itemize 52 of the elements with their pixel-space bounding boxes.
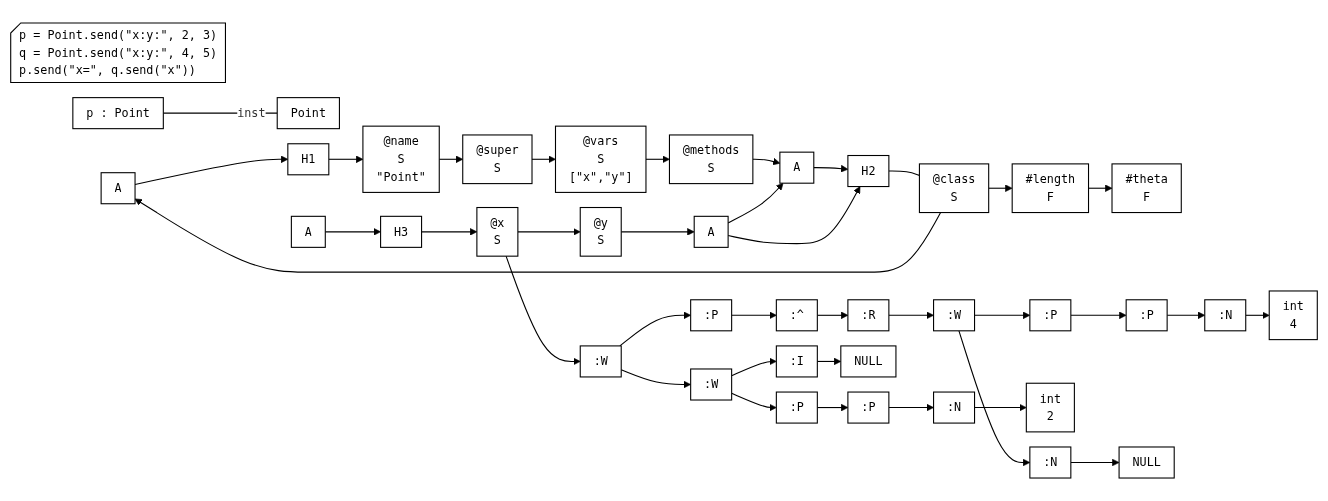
node-box: #length F [1011,163,1090,214]
node-box: :P [1029,299,1072,332]
node-box: int 4 [1268,290,1318,341]
node-box: :I [775,345,818,378]
edge-label: inst [237,106,266,120]
node-box: :R [847,299,890,332]
node-box: :P [847,391,890,424]
node-box: :W [690,368,733,401]
node-box: p : Point [72,97,164,130]
node-box: :W [933,299,976,332]
arrow [888,311,934,319]
arrow [1070,311,1127,319]
arrow [505,255,581,366]
node-box: #theta F [1111,163,1182,214]
node-box: @x S [476,206,519,257]
node-box: A [100,172,136,205]
node-box: int 2 [1025,382,1075,433]
node-box: NULL [840,345,897,378]
arrow [731,392,777,412]
node-box: H3 [380,215,423,248]
node-box: @super S [462,134,533,185]
node-box: @methods S [668,134,754,185]
node-box: :W [579,345,622,378]
node-box: @class S [918,163,990,214]
arrow [1070,458,1120,467]
arrow [645,155,670,163]
arrow [988,184,1013,192]
arrow [517,228,581,236]
node-box: @name S "Point" [362,125,440,193]
node-box: :P [690,299,733,332]
arrow [731,311,777,319]
node-box: :N [933,391,976,424]
node-box: NULL [1118,446,1175,479]
node-box: :N [1204,299,1247,332]
node-box: :P [1125,299,1168,332]
arrow [731,357,777,377]
arrow [1245,311,1270,319]
connector [888,170,920,176]
arrow [974,403,1027,412]
arrow [619,311,691,347]
node-box: @vars S ["x","y"] [554,125,647,193]
node-box: Point [276,97,340,130]
node-box: A [779,151,815,184]
node-box: :P [775,391,818,424]
node-box: A [693,215,729,248]
node-box: :^ [775,299,818,332]
node-box: H1 [287,143,330,176]
arrow [888,403,934,412]
node-box: @y S [579,206,622,257]
node-box: A [290,215,326,248]
node-box: :N [1029,446,1072,479]
node-box: H2 [847,154,890,188]
